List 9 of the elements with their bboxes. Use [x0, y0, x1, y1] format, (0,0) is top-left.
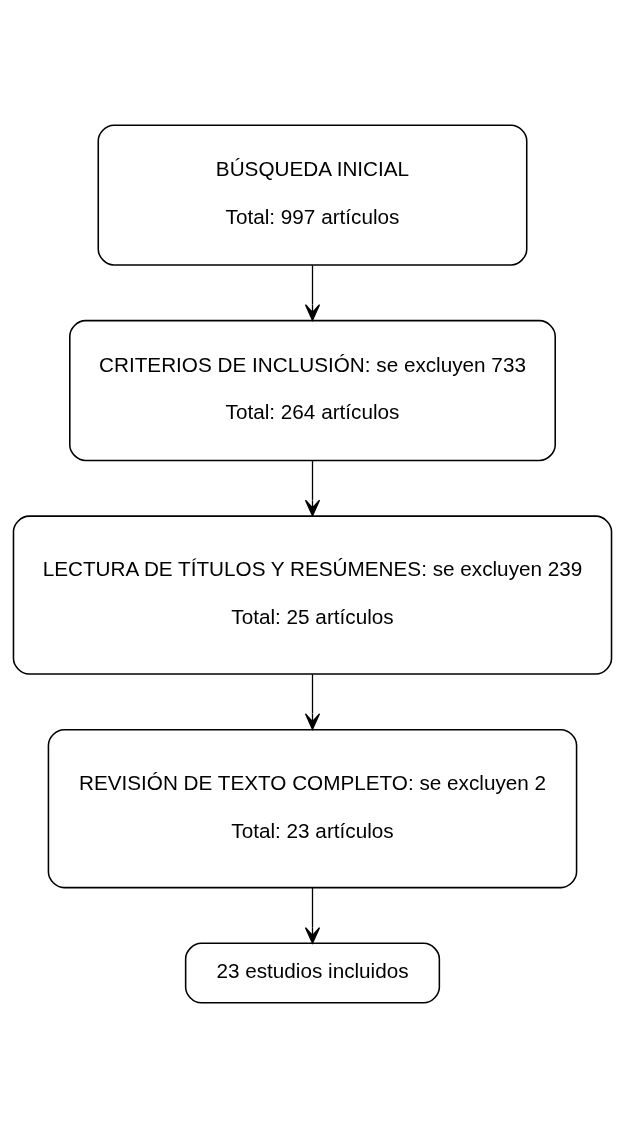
- arrow: [304, 264, 321, 321]
- node-box: 23 estudios incluidos: [184, 942, 441, 1004]
- node-box: BÚSQUEDA INICIAL Total: 997 artículos: [97, 124, 528, 266]
- arrow: [304, 460, 321, 517]
- node-box: CRITERIOS DE INCLUSIÓN: se excluyen 733 Total: 264 artículos: [69, 319, 556, 462]
- arrow: [304, 887, 321, 944]
- arrow: [304, 673, 321, 730]
- node-box: LECTURA DE TÍTULOS Y RESÚMENES: se excluyen 239 Total: 25 artículos: [12, 515, 613, 675]
- node-box: REVISIÓN DE TEXTO COMPLETO: se excluyen 2 Total: 23 artículos: [47, 728, 578, 889]
